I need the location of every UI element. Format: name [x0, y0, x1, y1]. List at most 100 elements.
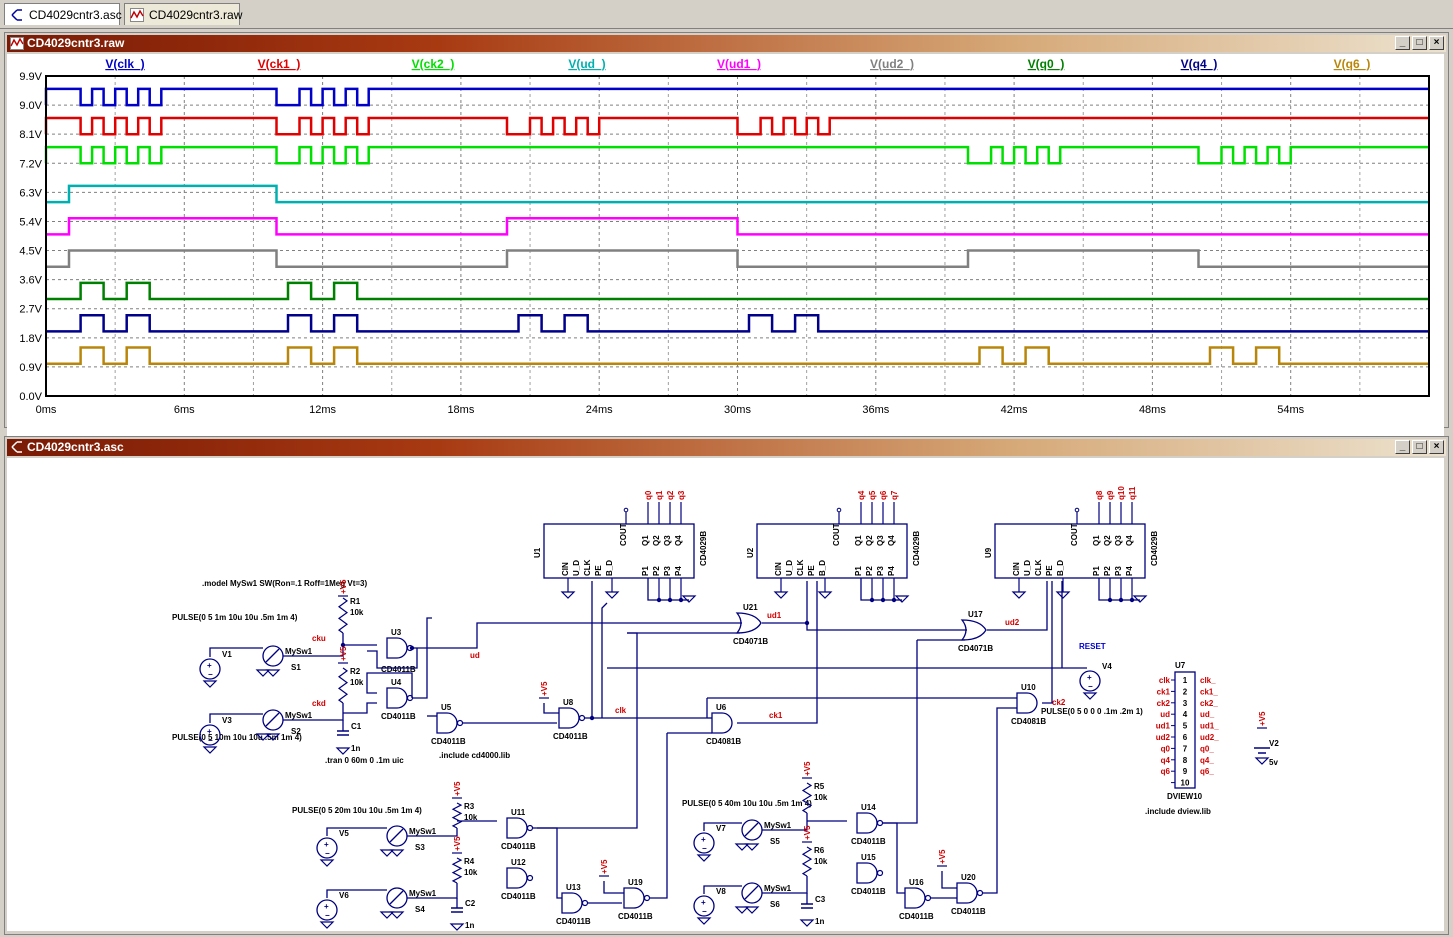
wire — [412, 617, 432, 699]
gate-part: CD4011B — [381, 712, 416, 721]
tab-waveform[interactable]: CD4029cntr3.raw — [124, 3, 242, 25]
gate-ref: U5 — [441, 703, 452, 712]
capacitor-ref: C1 — [351, 722, 362, 731]
gate-part: CD4011B — [501, 892, 536, 901]
minimize-button[interactable]: _ — [1395, 36, 1410, 50]
counter-ref: U9 — [984, 547, 993, 558]
switch-icon — [741, 882, 763, 904]
y-tick-label: 2.7V — [19, 304, 42, 316]
x-tick-label: 18ms — [447, 404, 474, 416]
nand-gate — [506, 867, 534, 889]
ground-symbol — [202, 746, 218, 754]
plus-sign: + — [324, 840, 329, 849]
counter-body — [756, 523, 908, 579]
inverter-bubble — [581, 899, 589, 907]
gate-ref: U21 — [743, 603, 758, 612]
ground-symbol — [817, 591, 833, 599]
plus-sign: + — [207, 727, 212, 736]
net-label: cku — [312, 634, 326, 643]
program-bus — [1098, 578, 1132, 601]
legend-entry: V(q0_) — [1028, 57, 1065, 71]
output-net-label: q8 — [1095, 490, 1104, 500]
legend-entry: V(ud_) — [568, 57, 605, 71]
counter-pin-label: P1 — [854, 566, 863, 576]
dview-pin-number: 3 — [1183, 699, 1188, 708]
nand-gate-icon — [623, 887, 645, 909]
source-ref: V5 — [339, 829, 349, 838]
ground-symbol — [1082, 692, 1098, 700]
wire — [603, 881, 624, 894]
resistor-ref: R3 — [464, 802, 475, 811]
maximize-button[interactable]: □ — [1412, 36, 1427, 50]
pulse-spec: PULSE(0 5 10m 10u 10u .5m 1m 4) — [172, 733, 302, 742]
y-tick-label: 9.9V — [19, 71, 42, 83]
ground-symbol — [560, 591, 576, 599]
waveform-chart[interactable]: 0.0V0.9V1.8V2.7V3.6V4.5V5.4V6.3V7.2V8.1V… — [7, 54, 1444, 426]
ground-icon — [604, 591, 620, 599]
minimize-button[interactable]: _ — [1395, 440, 1410, 454]
counter-pin-label: COUT — [1070, 523, 1079, 546]
resistor — [337, 597, 349, 634]
series-line — [46, 249, 1429, 268]
net-label: ud — [470, 651, 480, 660]
wire — [367, 648, 418, 669]
dview-pin-number: 2 — [1183, 687, 1188, 696]
wire — [883, 640, 918, 824]
dview-input-label: ck1 — [1157, 687, 1171, 696]
wire — [987, 581, 1048, 631]
close-button[interactable]: × — [1429, 36, 1444, 50]
switch-blade — [265, 648, 280, 663]
schematic-icon — [11, 9, 22, 21]
ground-symbol — [681, 595, 697, 603]
nand-gate-icon — [506, 817, 528, 839]
y-tick-label: 8.1V — [19, 129, 42, 141]
y-tick-label: 5.4V — [19, 216, 42, 228]
switch-model: MySw1 — [409, 889, 437, 898]
ground-icon — [560, 591, 576, 599]
nand-gate-icon — [956, 882, 978, 904]
dview-output-label: q0_ — [1200, 744, 1214, 753]
legend-entry: V(ud1_) — [717, 57, 761, 71]
program-bus — [647, 578, 681, 601]
include-directive: .include cd4000.lib — [439, 751, 510, 760]
switch-ref: S3 — [415, 843, 425, 852]
resistor — [801, 782, 813, 814]
cout-open-end — [623, 507, 629, 513]
counter-pin-label: P4 — [887, 566, 896, 576]
ground-icon — [265, 669, 281, 677]
switch-icon — [741, 819, 763, 841]
voltage-source-icon — [316, 899, 338, 921]
and-gate-icon — [711, 712, 733, 734]
switch-blade — [744, 885, 759, 900]
legend-entry: V(clk_) — [105, 57, 144, 71]
supply-label: +V5 — [803, 825, 812, 840]
output-net-label: q5 — [868, 490, 877, 500]
net-label: ck2 — [1052, 698, 1066, 707]
close-button[interactable]: × — [1429, 440, 1444, 454]
wire — [762, 813, 808, 831]
nand-gate-icon — [558, 707, 580, 729]
output-net-label: q3 — [677, 490, 686, 500]
minus-sign: − — [1088, 682, 1093, 691]
counter-pin-label: Q2 — [865, 535, 874, 546]
counter-part: CD4029B — [1150, 531, 1159, 566]
resistor-value: 10k — [814, 793, 828, 802]
maximize-button[interactable]: □ — [1412, 440, 1427, 454]
series-line — [46, 313, 1429, 333]
series-line — [44, 87, 1429, 107]
switch-ref: S1 — [291, 663, 301, 672]
gate-ref: U19 — [628, 878, 643, 887]
minus-sign: − — [702, 844, 707, 853]
nand-gate-icon — [561, 892, 583, 914]
gate-ref: U15 — [861, 853, 876, 862]
nand-gate — [386, 637, 414, 659]
gate-part: CD4081B — [706, 737, 741, 746]
series-line — [44, 116, 1429, 136]
counter-part: CD4029B — [912, 531, 921, 566]
wire — [412, 622, 587, 649]
nand-gate — [506, 817, 534, 839]
tab-schematic[interactable]: CD4029cntr3.asc — [4, 3, 122, 25]
